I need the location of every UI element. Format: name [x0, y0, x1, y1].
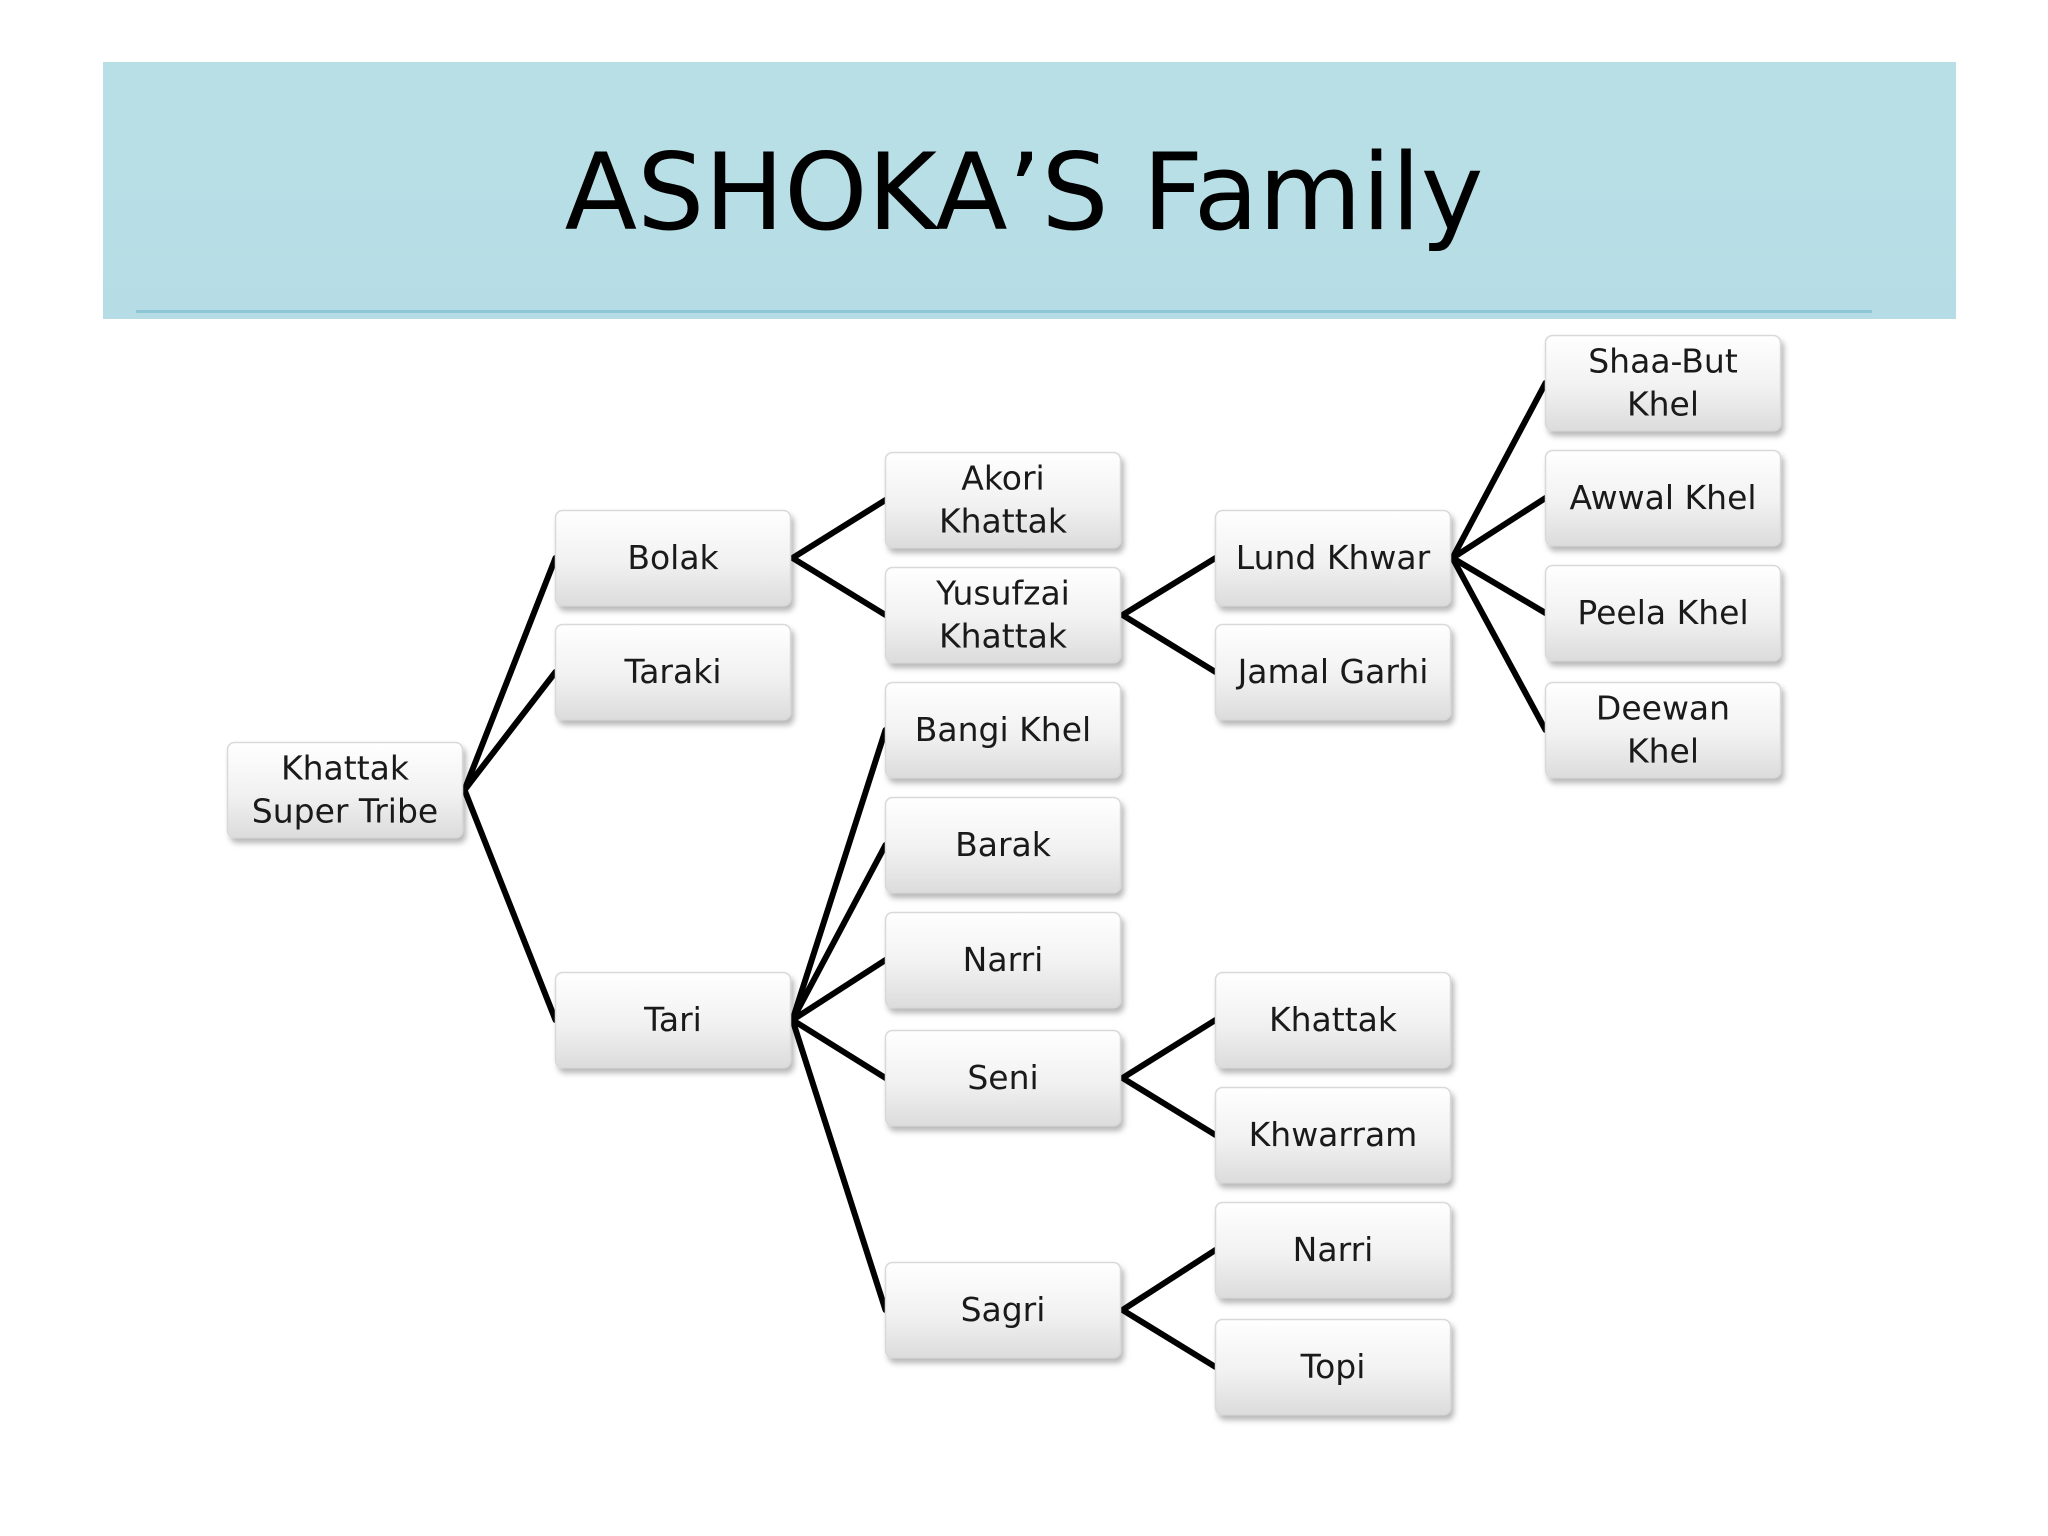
edge-tari-to-barak	[789, 842, 889, 1023]
tree-node-sagri: Sagri	[884, 1261, 1122, 1359]
edge-yusufzai-khattak-to-jamal-garhi	[1119, 612, 1219, 675]
tree-node-box	[884, 796, 1122, 894]
tree-node-box	[884, 1261, 1122, 1359]
tree-node-label: Bolak	[627, 538, 719, 577]
tree-node-barak: Barak	[884, 796, 1122, 894]
tree-node-label: Topi	[1300, 1347, 1366, 1386]
tree-node-box	[1214, 1318, 1452, 1416]
tree-node-box	[1214, 1086, 1452, 1184]
edge-yusufzai-khattak-to-lund-khwar	[1119, 555, 1219, 618]
page-title: ASHOKA’S Family	[564, 131, 1484, 254]
tree-node-label: Khattak	[1269, 1000, 1398, 1039]
tree-node-label: Sagri	[961, 1290, 1046, 1329]
tree-node-label: Bangi Khel	[915, 710, 1091, 749]
tree-node-box	[1214, 1201, 1452, 1299]
tree-node-bolak: Bolak	[554, 509, 792, 607]
tree-node-bangi-khel: Bangi Khel	[884, 681, 1122, 779]
tree-node-label: Jamal Garhi	[1236, 652, 1429, 691]
tree-node-box	[554, 971, 792, 1069]
tree-node-jamal-garhi: Jamal Garhi	[1214, 623, 1452, 721]
edge-sagri-to-topi	[1119, 1307, 1219, 1370]
tree-node-box	[1544, 334, 1782, 432]
edge-bolak-to-yusufzai-khattak	[789, 555, 889, 618]
title-banner	[103, 62, 1956, 319]
edge-lund-khwar-to-deewan-khel	[1449, 555, 1549, 733]
tree-node-khwarram: Khwarram	[1214, 1086, 1452, 1184]
edge-tari-to-sagri	[789, 1017, 889, 1313]
edge-lund-khwar-to-awwal-khel	[1449, 495, 1549, 561]
edge-tari-to-bangi-khel	[789, 727, 889, 1023]
edge-seni-to-khattak	[1119, 1017, 1219, 1081]
edge-lund-khwar-to-shaa-but-khel	[1449, 380, 1549, 561]
tree-node-tari: Tari	[554, 971, 792, 1069]
edge-tari-to-seni	[789, 1017, 889, 1081]
edge-khattak-super-tribe-to-bolak	[461, 555, 559, 793]
tree-node-box	[884, 1029, 1122, 1127]
tree-node-label: Awwal Khel	[1569, 478, 1756, 517]
tree-node-box	[1214, 971, 1452, 1069]
tree-node-label: Tari	[643, 1000, 702, 1039]
tree-node-label: Peela Khel	[1577, 593, 1748, 632]
tree-node-box	[884, 911, 1122, 1009]
tree-node-box	[1544, 564, 1782, 662]
title-underline	[136, 310, 1872, 313]
tree-node-label: Taraki	[624, 652, 722, 691]
edge-seni-to-khwarram	[1119, 1075, 1219, 1138]
tree-node-label: Barak	[955, 825, 1052, 864]
edge-lund-khwar-to-peela-khel	[1449, 555, 1549, 616]
tree-node-box	[884, 451, 1122, 549]
tree-node-label: Narri	[1293, 1230, 1374, 1269]
tree-node-box	[554, 509, 792, 607]
tree-node-box	[884, 566, 1122, 664]
edge-khattak-super-tribe-to-tari	[461, 787, 559, 1023]
tree-node-label: Lund Khwar	[1236, 538, 1431, 577]
tree-node-box	[226, 741, 464, 839]
tree-node-box	[1214, 623, 1452, 721]
tree-node-taraki: Taraki	[554, 623, 792, 721]
tree-node-lund-khwar: Lund Khwar	[1214, 509, 1452, 607]
tree-node-box	[1544, 681, 1782, 779]
tree-node-topi: Topi	[1214, 1318, 1452, 1416]
tree-node-label: Khwarram	[1249, 1115, 1418, 1154]
tree-node-box	[554, 623, 792, 721]
edge-tari-to-narri	[789, 957, 889, 1023]
edge-khattak-super-tribe-to-taraki	[461, 669, 559, 793]
tree-node-box	[1544, 449, 1782, 547]
edge-bolak-to-akori-khattak	[789, 497, 889, 561]
tree-node-peela-khel: Peela Khel	[1544, 564, 1782, 662]
tree-node-sagri-narri: Narri	[1214, 1201, 1452, 1299]
tree-edges	[461, 380, 1549, 1370]
tree-node-narri: Narri	[884, 911, 1122, 1009]
tree-node-label: Narri	[963, 940, 1044, 979]
tree-node-seni: Seni	[884, 1029, 1122, 1127]
tree-node-box	[884, 681, 1122, 779]
edge-sagri-to-sagri-narri	[1119, 1247, 1219, 1313]
tree-node-box	[1214, 509, 1452, 607]
tree-node-awwal-khel: Awwal Khel	[1544, 449, 1782, 547]
tree-node-label: Seni	[967, 1058, 1038, 1097]
tree-node-khattak: Khattak	[1214, 971, 1452, 1069]
